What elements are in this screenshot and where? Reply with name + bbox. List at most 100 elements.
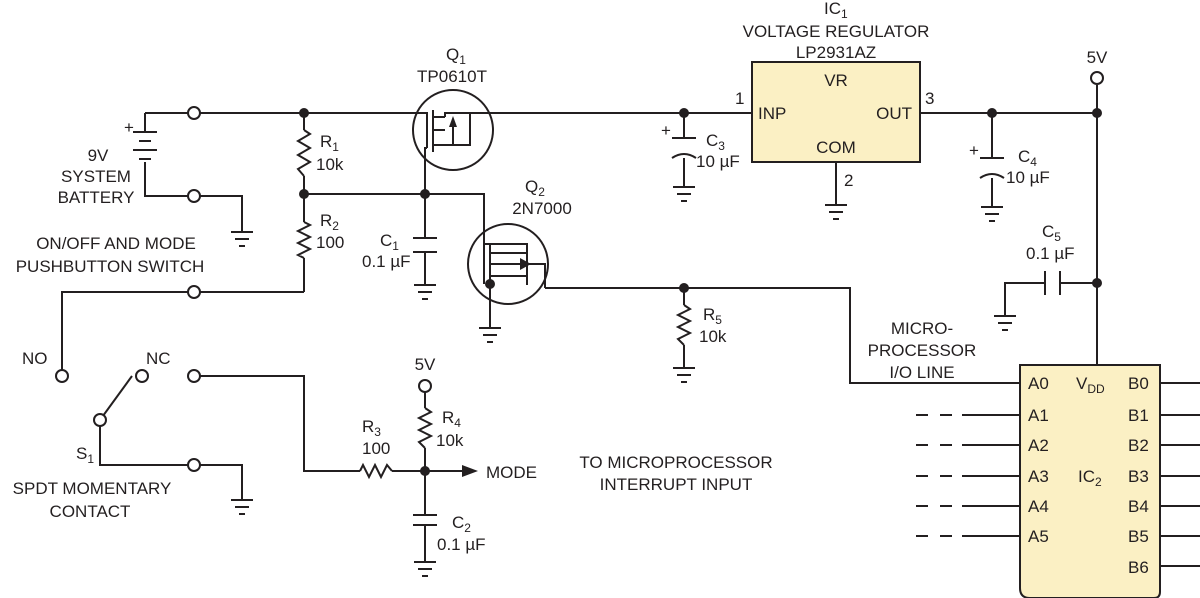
battery-label-2: SYSTEM — [61, 167, 131, 186]
ic1-part: LP2931AZ — [796, 43, 876, 62]
r1-designator: R1 — [320, 132, 339, 154]
interrupt-label-1: TO MICROPROCESSOR — [579, 453, 772, 472]
q1-designator: Q1 — [446, 45, 466, 67]
capacitor-c1-icon — [413, 237, 437, 253]
ic1-designator: IC1 — [824, 0, 848, 21]
r2-value: 100 — [316, 233, 344, 252]
q1-part: TP0610T — [417, 67, 487, 86]
ground-battery-icon — [231, 231, 253, 247]
interrupt-label-2: INTERRUPT INPUT — [600, 475, 753, 494]
battery-label-3: BATTERY — [58, 188, 135, 207]
r5-designator: R5 — [703, 305, 722, 327]
c3-plus: + — [661, 121, 671, 140]
s1-label-1: SPDT MOMENTARY — [13, 479, 172, 498]
battery-plus: + — [124, 118, 134, 137]
ic2-pin-b6: B6 — [1128, 558, 1149, 577]
nc-label: NC — [146, 349, 171, 368]
c4-value: 10 µF — [1006, 168, 1050, 187]
c4-designator: C4 — [1018, 147, 1037, 169]
mosfet-q1-icon — [412, 89, 494, 171]
r5-value: 10k — [699, 327, 727, 346]
c1-designator: C1 — [380, 231, 399, 253]
c4-plus: + — [969, 141, 979, 160]
ic2-pin-b1: B1 — [1128, 406, 1149, 425]
mode-label: MODE — [486, 463, 537, 482]
ic1-pin2: 2 — [844, 171, 853, 190]
ic1-pin3: 3 — [925, 89, 934, 108]
terminals — [55, 71, 1104, 472]
c5-designator: C5 — [1042, 222, 1061, 244]
capacitor-c3-icon — [671, 137, 697, 159]
ground-c2-icon — [414, 561, 436, 577]
ground-c3-icon — [673, 186, 695, 202]
ic2-pin-b3: B3 — [1128, 467, 1149, 486]
wires — [61, 85, 1200, 567]
resistor-r4-icon — [416, 407, 434, 449]
io-label-2: PROCESSOR — [868, 341, 977, 360]
resistor-r5-icon — [675, 304, 693, 346]
r4-supply-label: 5V — [415, 355, 436, 374]
c3-designator: C3 — [706, 131, 725, 153]
ground-c5-icon — [994, 315, 1016, 331]
battery-label-1: 9V — [88, 146, 109, 165]
switch-label-1: ON/OFF AND MODE — [36, 234, 196, 253]
c5-value: 0.1 µF — [1026, 244, 1075, 263]
capacitor-c5-icon — [1044, 271, 1061, 295]
resistor-r1-icon — [296, 129, 312, 177]
ic1-com-label: COM — [816, 138, 856, 157]
r3-value: 100 — [362, 439, 390, 458]
ic2-pin-a1: A1 — [1028, 406, 1049, 425]
rail-5v-label: 5V — [1087, 48, 1108, 67]
junction-dots — [299, 108, 1102, 476]
c2-designator: C2 — [452, 513, 471, 535]
io-label-1: MICRO- — [891, 319, 953, 338]
ground-c1-icon — [414, 284, 436, 300]
c2-value: 0.1 µF — [437, 535, 486, 554]
ic2-vdd-label: VDD — [1076, 374, 1105, 396]
ic2-pin-a3: A3 — [1028, 467, 1049, 486]
ic2-pin-a0: A0 — [1028, 374, 1049, 393]
ic2-designator: IC2 — [1078, 467, 1102, 489]
ic2-b-pins: B0 B1 B2 B3 B4 B5 B6 — [1128, 374, 1149, 577]
ground-r5-icon — [673, 367, 695, 383]
ground-com-icon — [825, 204, 847, 220]
ic2-body — [1019, 364, 1161, 598]
switch-label-2: PUSHBUTTON SWITCH — [16, 257, 205, 276]
r1-value: 10k — [316, 155, 344, 174]
resistor-r2-icon — [295, 221, 313, 259]
s1-label-2: CONTACT — [50, 502, 131, 521]
mode-arrow-icon — [462, 465, 478, 477]
ic2-pin-a4: A4 — [1028, 497, 1049, 516]
c1-value: 0.1 µF — [362, 252, 411, 271]
s1-designator: S1 — [76, 444, 94, 466]
ic1-inp-label: INP — [758, 104, 786, 123]
ic1-vr-label: VR — [824, 71, 848, 90]
ic1-title: VOLTAGE REGULATOR — [743, 22, 930, 41]
mosfet-q2-icon — [467, 223, 549, 305]
battery-icon — [133, 131, 157, 160]
capacitor-c4-icon — [979, 157, 1005, 179]
io-label-3: I/O LINE — [889, 363, 954, 382]
resistor-r3-icon — [359, 462, 393, 480]
ic2-a-pins: A0 A1 A2 A3 A4 A5 — [1028, 374, 1049, 546]
ground-s1-icon — [231, 499, 253, 515]
ic2-pin-a5: A5 — [1028, 527, 1049, 546]
ic2-pin-b4: B4 — [1128, 497, 1149, 516]
ic2-pin-b5: B5 — [1128, 527, 1149, 546]
ground-q2-icon — [479, 327, 501, 343]
r2-designator: R2 — [320, 211, 339, 233]
capacitor-c2-icon — [413, 514, 437, 535]
ground-c4-icon — [981, 206, 1003, 222]
no-label: NO — [22, 349, 48, 368]
c3-value: 10 µF — [696, 152, 740, 171]
r3-designator: R3 — [362, 417, 381, 439]
ic1-body — [751, 61, 921, 163]
ic1-pin1: 1 — [735, 89, 744, 108]
q2-part: 2N7000 — [512, 199, 572, 218]
ic1-out-label: OUT — [876, 104, 912, 123]
r4-designator: R4 — [442, 408, 461, 430]
ic2-pin-b0: B0 — [1128, 374, 1149, 393]
ic2-pin-b2: B2 — [1128, 436, 1149, 455]
ic2-pin-a2: A2 — [1028, 436, 1049, 455]
